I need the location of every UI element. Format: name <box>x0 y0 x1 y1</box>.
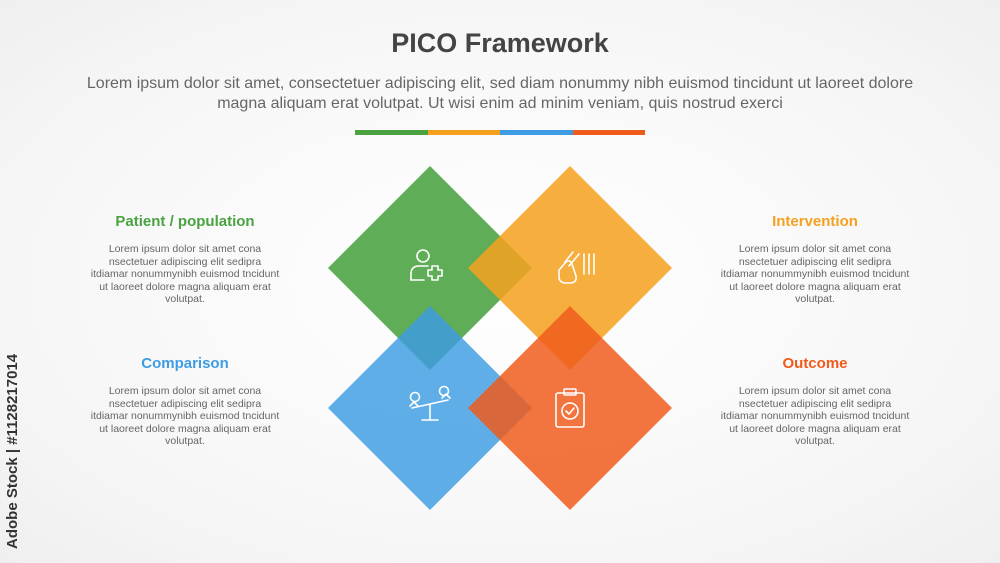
balance-scale-icon <box>409 385 451 421</box>
outcome-block: Outcome Lorem ipsum dolor sit amet cona … <box>720 355 910 448</box>
patient-diamond <box>328 166 532 370</box>
comparison-title: Comparison <box>141 355 229 372</box>
intervention-body: Lorem ipsum dolor sit amet cona nsectetu… <box>720 243 910 306</box>
user-plus-icon <box>410 249 443 281</box>
intervention-title: Intervention <box>772 213 858 230</box>
page-title: PICO Framework <box>391 28 609 58</box>
patient-block: Patient / population Lorem ipsum dolor s… <box>90 213 280 306</box>
patient-title: Patient / population <box>115 213 255 230</box>
page-subtitle: Lorem ipsum dolor sit amet, consectetuer… <box>86 75 914 112</box>
outcome-body: Lorem ipsum dolor sit amet cona nsectetu… <box>720 385 910 448</box>
stock-watermark: Adobe Stock | #1128217014 <box>4 353 21 549</box>
divider-segment-green <box>355 130 428 135</box>
divider-segment-orange <box>427 130 500 135</box>
divider-segment-blue <box>500 130 573 135</box>
comparison-body: Lorem ipsum dolor sit amet cona nsectetu… <box>90 385 280 448</box>
clipboard-check-icon <box>555 388 585 428</box>
outcome-title: Outcome <box>782 355 848 372</box>
intervention-block: Intervention Lorem ipsum dolor sit amet … <box>720 213 910 306</box>
color-divider <box>355 130 645 135</box>
patient-body: Lorem ipsum dolor sit amet cona nsectetu… <box>90 243 280 306</box>
hand-cards-icon <box>558 251 595 284</box>
comparison-block: Comparison Lorem ipsum dolor sit amet co… <box>90 355 280 448</box>
divider-segment-red <box>572 130 645 135</box>
outcome-diamond <box>468 306 672 510</box>
intervention-diamond <box>468 166 672 370</box>
